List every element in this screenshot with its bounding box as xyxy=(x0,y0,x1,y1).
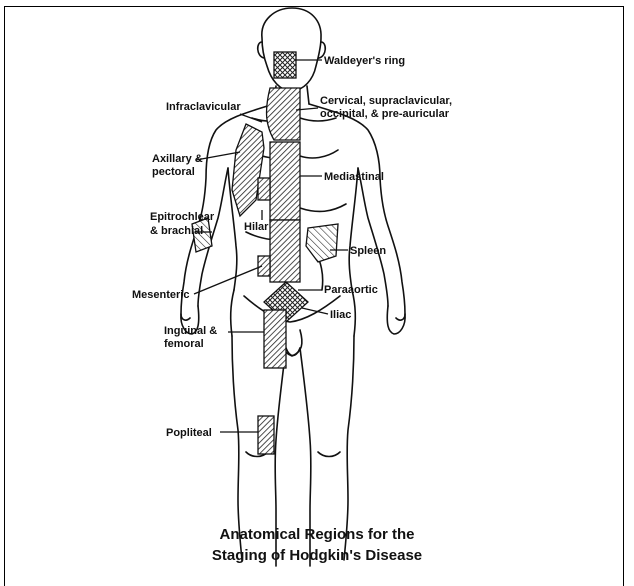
label-cervical-line1: Cervical, supraclavicular, xyxy=(320,95,452,107)
label-hilar: Hilar xyxy=(244,221,269,233)
label-waldeyers-ring: Waldeyer's ring xyxy=(324,55,405,67)
paraaortic-region xyxy=(270,220,300,282)
label-mesenteric: Mesenteric xyxy=(132,289,189,301)
inguinal-region xyxy=(264,310,286,368)
hilar-region xyxy=(258,178,270,200)
waldeyers-ring-region xyxy=(274,52,296,78)
label-inguinal-line1: Inguinal & xyxy=(164,325,217,337)
label-paraaortic: Paraaortic xyxy=(324,284,378,296)
label-axillary-line1: Axillary & xyxy=(152,153,203,165)
label-cervical-line2: occipital, & pre-auricular xyxy=(320,108,450,120)
label-mediastinal: Mediastinal xyxy=(324,171,384,183)
mesenteric-region xyxy=(258,256,270,276)
mediastinal-region xyxy=(270,142,300,220)
label-axillary-line2: pectoral xyxy=(152,166,195,178)
axillary-region xyxy=(232,124,264,216)
label-iliac: Iliac xyxy=(330,309,351,321)
label-epitrochlear-line2: & brachial xyxy=(150,225,203,237)
popliteal-region xyxy=(258,416,274,454)
cervical-region xyxy=(267,88,300,140)
spleen-region xyxy=(306,224,338,262)
label-epitrochlear-line1: Epitrochlear xyxy=(150,211,215,223)
label-popliteal: Popliteal xyxy=(166,427,212,439)
caption-line-2: Staging of Hodgkin's Disease xyxy=(0,547,634,564)
label-inguinal-line2: femoral xyxy=(164,338,204,350)
label-spleen: Spleen xyxy=(350,245,386,257)
label-infraclavicular: Infraclavicular xyxy=(166,101,241,113)
caption-line-1: Anatomical Regions for the xyxy=(0,526,634,543)
